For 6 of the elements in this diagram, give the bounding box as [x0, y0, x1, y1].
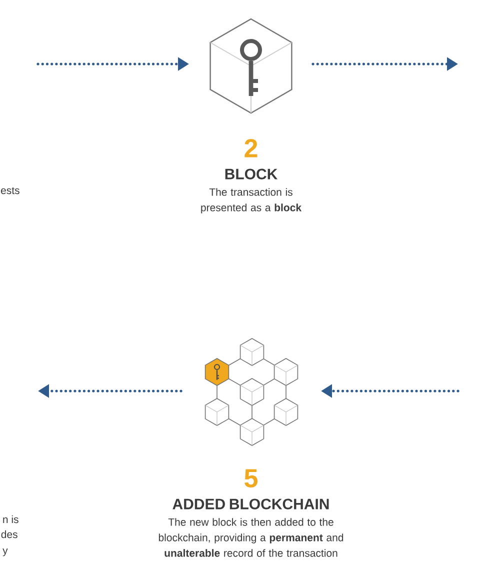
- text-fragment: y: [2, 548, 8, 556]
- step-text: 2 BLOCK The transaction is presented as a block: [201, 139, 302, 214]
- text-fragment: n is: [3, 515, 18, 524]
- text-fragment: des: [1, 530, 18, 538]
- text-fragment: ests: [0, 187, 20, 194]
- step-text: 5 ADDED BLOCKCHAIN The new block is then added to the blockchain, providing a permanent and unalterable record of the transaction: [158, 469, 344, 557]
